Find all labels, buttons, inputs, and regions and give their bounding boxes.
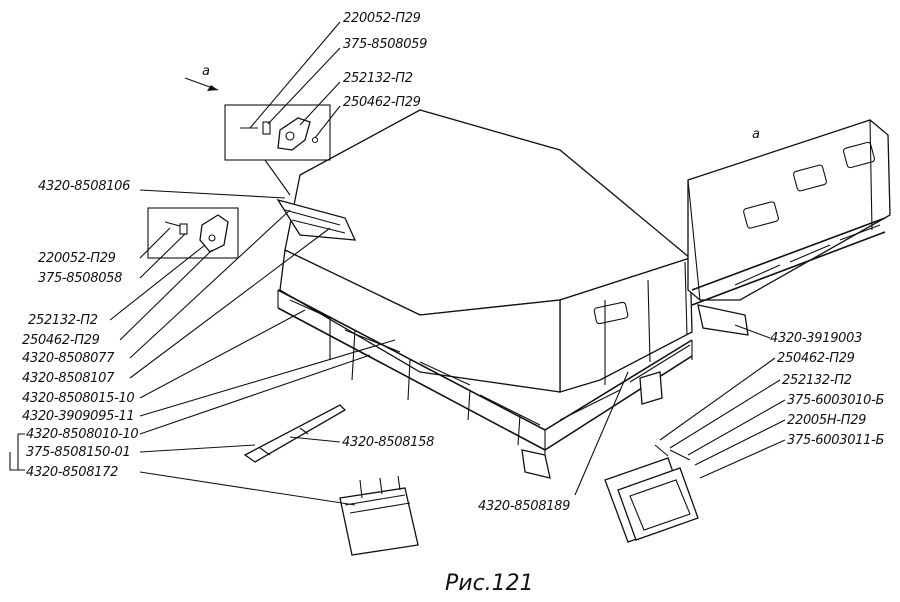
label-375-8508150: 375-8508150-01 xyxy=(26,445,130,460)
label-right-250462: 250462-П29 xyxy=(777,351,855,366)
figure-caption: Рис.121 xyxy=(445,571,534,596)
label-4320-8508106: 4320-8508106 xyxy=(38,179,130,194)
label-right-252132: 252132-П2 xyxy=(782,373,852,388)
label-375-6003011: 375-6003011-Б xyxy=(787,433,884,448)
label-top-250462: 250462-П29 xyxy=(343,95,421,110)
view-letter-arrow: a xyxy=(202,64,210,79)
label-4320-8508077: 4320-8508077 xyxy=(22,351,115,366)
label-left-220052: 220052-П29 xyxy=(38,251,116,266)
label-4320-8508172: 4320-8508172 xyxy=(26,465,118,480)
strap-part xyxy=(243,404,347,463)
label-top-220052: 220052-П29 xyxy=(343,11,421,26)
leader-lines xyxy=(9,21,786,506)
label-4320-3919003: 4320-3919003 xyxy=(770,331,862,346)
label-left-250462: 250462-П29 xyxy=(22,333,100,348)
label-4320-8508158: 4320-8508158 xyxy=(342,435,434,450)
label-375-6003010: 375-6003010-Б xyxy=(787,393,884,408)
label-top-375-8508059: 375-8508059 xyxy=(343,37,427,52)
label-top-252132: 252132-П2 xyxy=(343,71,413,86)
label-4320-8508189: 4320-8508189 xyxy=(478,499,570,514)
label-4320-8508015: 4320-8508015-10 xyxy=(22,391,134,406)
mudguard-part xyxy=(339,475,419,556)
part-labels: 220052-П29 375-8508059 252132-П2 250462-… xyxy=(22,11,885,596)
label-left-375-8508058: 375-8508058 xyxy=(38,271,122,286)
label-4320-8508107: 4320-8508107 xyxy=(22,371,115,386)
label-22005: 22005Н-П29 xyxy=(787,413,866,428)
label-4320-3909095: 4320-3909095-11 xyxy=(22,409,134,424)
truck-body-main xyxy=(276,109,693,479)
view-letter-rear: a xyxy=(752,127,760,142)
label-left-252132: 252132-П2 xyxy=(28,313,98,328)
label-4320-8508010: 4320-8508010-10 xyxy=(26,427,138,442)
rear-view-a: a xyxy=(687,119,891,336)
detail-box-left xyxy=(147,207,239,259)
window-frame-part xyxy=(604,444,699,543)
